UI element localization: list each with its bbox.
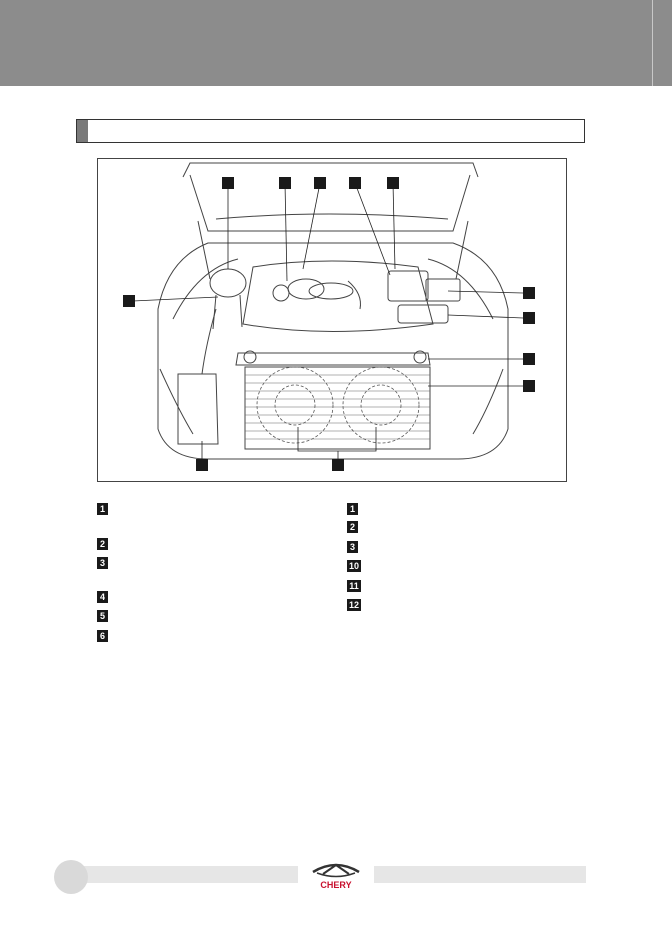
engine-compartment-figure: [97, 158, 567, 482]
legend-number: 1: [97, 503, 108, 515]
legend-number: 3: [347, 541, 358, 553]
legend-number: 2: [97, 538, 108, 550]
brand-wordmark: CHERY: [320, 880, 351, 890]
legend-number: 1: [347, 503, 358, 515]
engine-illustration: [123, 162, 535, 471]
legend-number: 10: [347, 560, 361, 572]
legend-number: 5: [97, 610, 108, 622]
legend-number: 2: [347, 521, 358, 533]
section-marker: [77, 120, 88, 142]
footer-bar-left: [70, 866, 298, 883]
header-bar: [0, 0, 672, 86]
legend-number: 11: [347, 580, 361, 592]
legend-number: 6: [97, 630, 108, 642]
legend-number: 4: [97, 591, 108, 603]
legend-number: 12: [347, 599, 361, 611]
section-heading: [76, 119, 585, 143]
chery-logo: CHERY: [303, 860, 369, 890]
legend-number: 3: [97, 557, 108, 569]
header-divider: [652, 0, 653, 86]
page-number-circle: [54, 860, 88, 894]
chery-emblem-icon: CHERY: [312, 863, 360, 890]
footer-bar-right: [374, 866, 586, 883]
